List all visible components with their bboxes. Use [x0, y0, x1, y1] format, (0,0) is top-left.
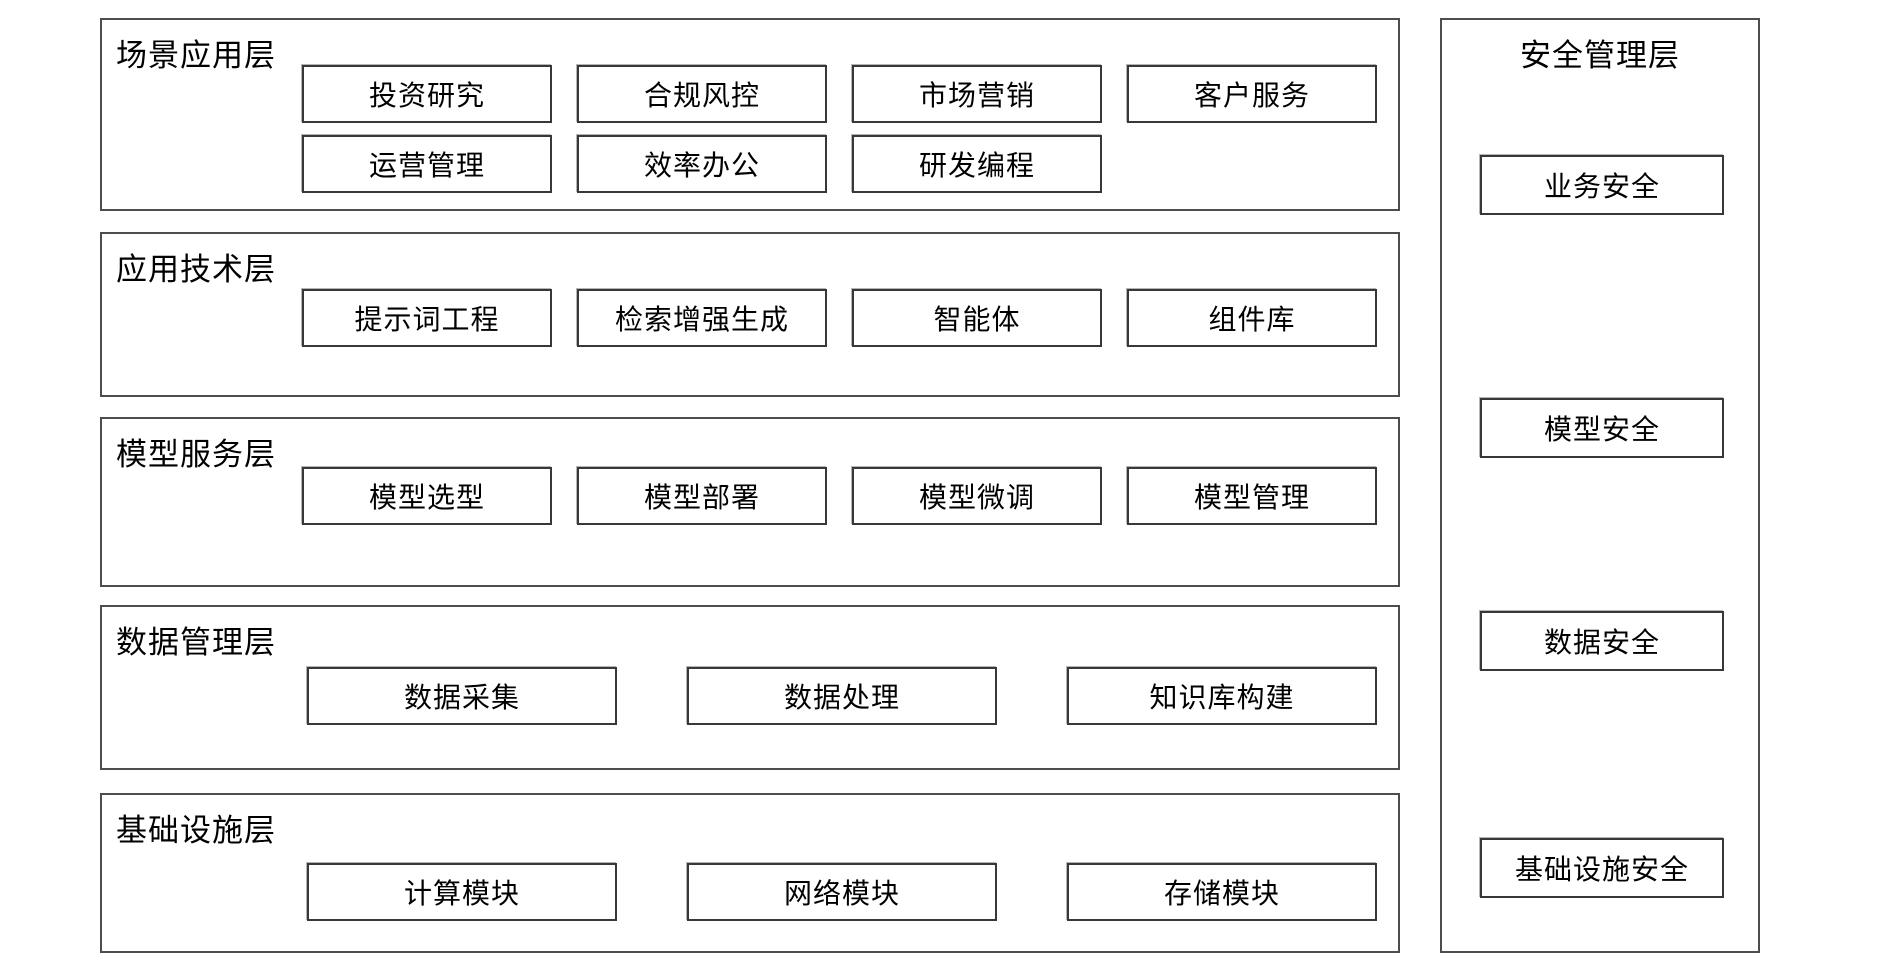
node-customer-service: 客户服务 — [1127, 65, 1377, 123]
node-model-selection: 模型选型 — [302, 467, 552, 525]
scenario-application-layer: 场景应用层 投资研究 合规风控 市场营销 客户服务 运营管理 效率办公 研发编程 — [100, 18, 1400, 211]
node-model-finetuning: 模型微调 — [852, 467, 1102, 525]
node-agent: 智能体 — [852, 289, 1102, 347]
infrastructure-layer-title: 基础设施层 — [116, 813, 276, 848]
security-management-layer-title: 安全管理层 — [1520, 38, 1680, 73]
data-management-layer: 数据管理层 数据采集 数据处理 知识库构建 — [100, 605, 1400, 770]
node-data-security: 数据安全 — [1480, 611, 1724, 671]
node-knowledge-base-construction: 知识库构建 — [1067, 667, 1377, 725]
node-component-library: 组件库 — [1127, 289, 1377, 347]
node-model-deployment: 模型部署 — [577, 467, 827, 525]
node-network-module: 网络模块 — [687, 863, 997, 921]
node-infrastructure-security: 基础设施安全 — [1480, 838, 1724, 898]
node-compliance-risk-control: 合规风控 — [577, 65, 827, 123]
node-compute-module: 计算模块 — [307, 863, 617, 921]
node-model-security: 模型安全 — [1480, 398, 1724, 458]
node-office-efficiency: 效率办公 — [577, 135, 827, 193]
node-storage-module: 存储模块 — [1067, 863, 1377, 921]
model-service-layer-title: 模型服务层 — [116, 437, 276, 472]
application-technology-layer-title: 应用技术层 — [116, 252, 276, 287]
node-data-collection: 数据采集 — [307, 667, 617, 725]
application-technology-layer: 应用技术层 提示词工程 检索增强生成 智能体 组件库 — [100, 232, 1400, 397]
model-service-layer: 模型服务层 模型选型 模型部署 模型微调 模型管理 — [100, 417, 1400, 587]
infrastructure-layer: 基础设施层 计算模块 网络模块 存储模块 — [100, 793, 1400, 953]
data-management-layer-title: 数据管理层 — [116, 625, 276, 660]
node-data-processing: 数据处理 — [687, 667, 997, 725]
node-model-management: 模型管理 — [1127, 467, 1377, 525]
node-operations-management: 运营管理 — [302, 135, 552, 193]
security-management-layer: 安全管理层 业务安全 模型安全 数据安全 基础设施安全 — [1440, 18, 1760, 953]
scenario-application-layer-title: 场景应用层 — [116, 38, 276, 73]
node-prompt-engineering: 提示词工程 — [302, 289, 552, 347]
node-marketing: 市场营销 — [852, 65, 1102, 123]
node-business-security: 业务安全 — [1480, 155, 1724, 215]
node-retrieval-augmented-generation: 检索增强生成 — [577, 289, 827, 347]
node-rd-programming: 研发编程 — [852, 135, 1102, 193]
node-investment-research: 投资研究 — [302, 65, 552, 123]
